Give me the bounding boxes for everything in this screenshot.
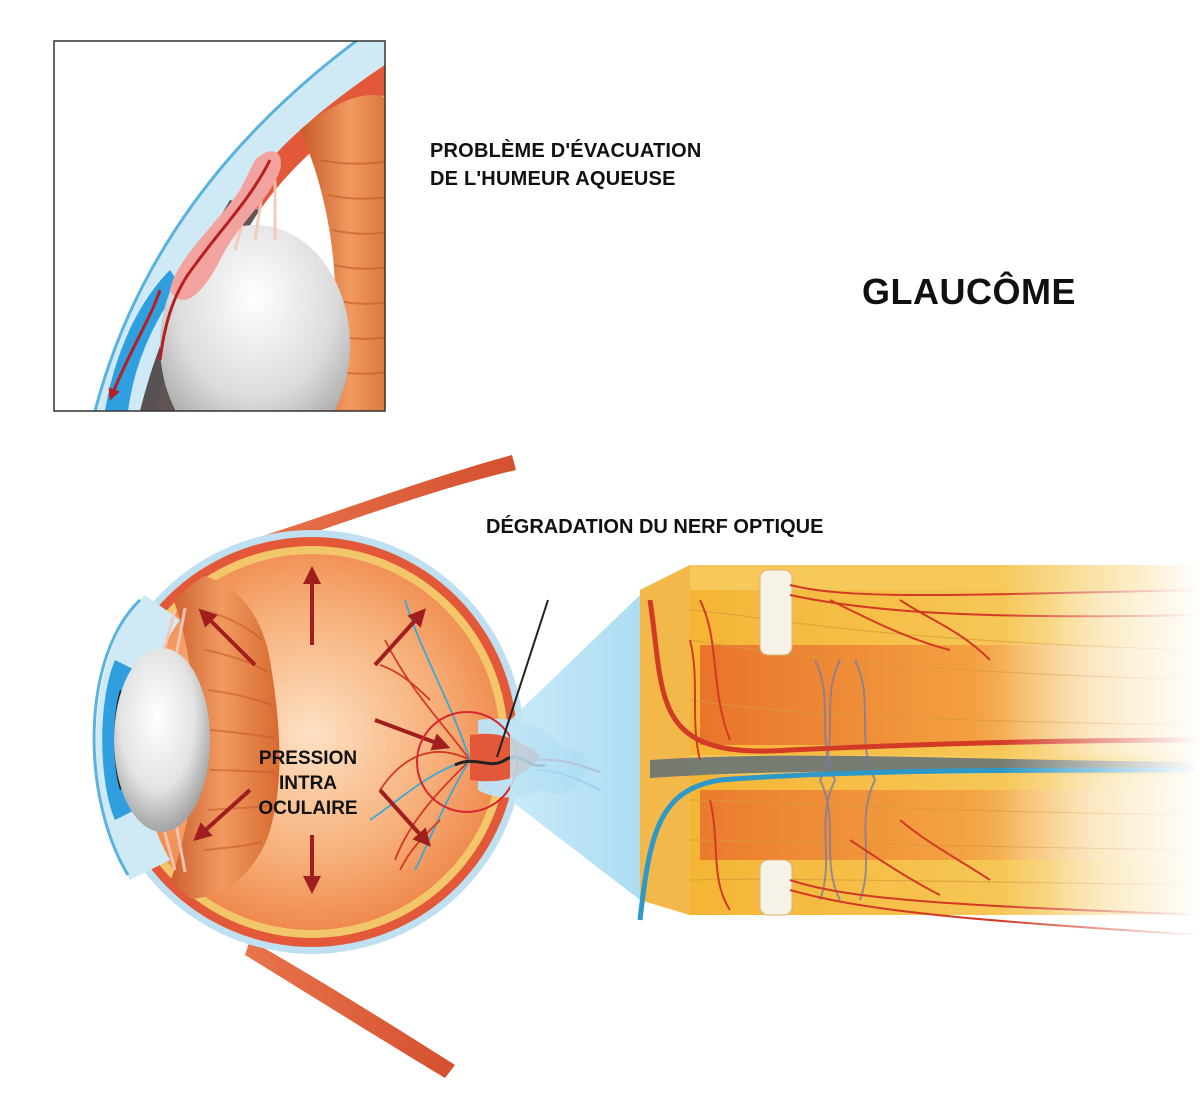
inset-caption-line-2: DE L'HUMEUR AQUEUSE: [430, 168, 676, 190]
superior-muscle: [250, 455, 516, 552]
pressure-label: PRESSION INTRA OCULAIRE: [236, 746, 380, 821]
inset-flow-arrow: [108, 289, 162, 401]
inferior-vessels: [709, 799, 1200, 936]
eye-lens: [114, 648, 210, 832]
nerve-front-face: [640, 565, 690, 915]
inset-caption-line-1: PROBLÈME D'ÉVACUATION: [430, 140, 702, 162]
nerve-fade: [1000, 560, 1200, 940]
eye-cornea-edge: [92, 598, 142, 876]
lamina-cribrosa: [814, 659, 877, 901]
eye-cross-section-icon: [92, 455, 601, 1078]
inset-iris: [105, 270, 180, 411]
inset-frame: [53, 40, 386, 412]
nerve-sheath-bumps: [759, 569, 793, 916]
page-title: GLAUCÔME: [862, 271, 1076, 312]
optic-nerve-section-icon: [637, 560, 1200, 940]
pressure-label-line-3: OCULAIRE: [258, 798, 358, 819]
pressure-label-line-2: INTRA: [278, 773, 338, 794]
zoom-beam: [510, 595, 640, 900]
anterior-chamber-icon: [53, 40, 386, 412]
inset-caption: PROBLÈME D'ÉVACUATION DE L'HUMEUR AQUEUS…: [430, 137, 702, 193]
inferior-muscle: [245, 940, 455, 1078]
pressure-arrows: [193, 566, 451, 894]
inset-cornea-edge: [93, 41, 359, 411]
optic-nerve-caption: DÉGRADATION DU NERF OPTIQUE: [486, 516, 824, 538]
pointer-line: [496, 599, 549, 758]
eye-ciliary-body: [165, 574, 280, 899]
inset-ciliary-body: [300, 95, 385, 411]
pressure-label-line-1: PRESSION: [258, 748, 358, 769]
inset-flow-path: [158, 159, 272, 361]
